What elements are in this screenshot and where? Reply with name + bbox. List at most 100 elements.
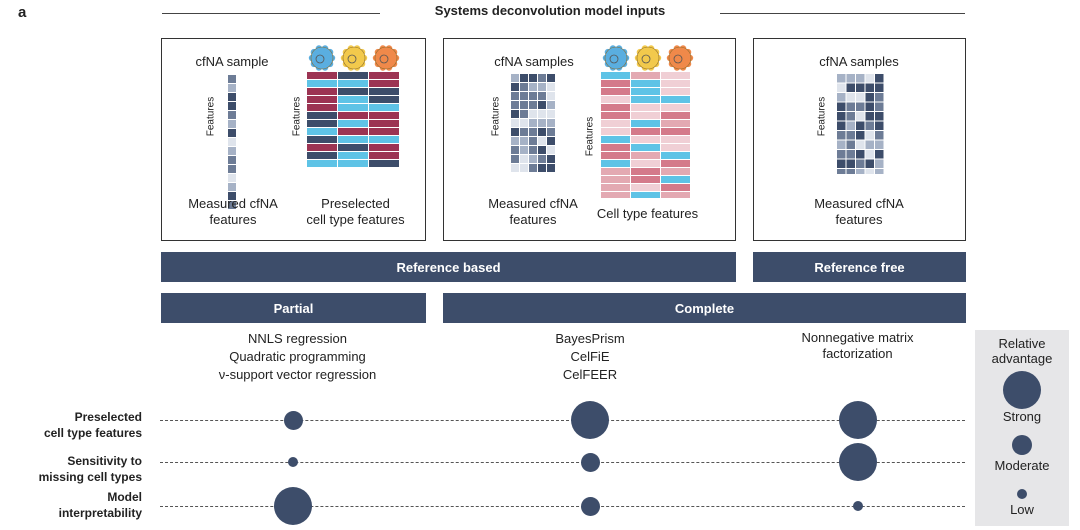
matrix-cell xyxy=(631,128,660,135)
matrix-cell xyxy=(846,102,855,111)
matrix-cell xyxy=(338,152,368,159)
matrix-cell xyxy=(338,120,368,127)
panel-sample-title: cfNA sample xyxy=(195,54,269,69)
matrix-cell xyxy=(338,80,368,87)
matrix-cell xyxy=(601,144,630,151)
matrix-cell xyxy=(511,119,519,127)
matrix-cell xyxy=(875,140,884,149)
legend-low-dot xyxy=(1017,489,1027,499)
matrix-cell xyxy=(547,110,555,118)
matrix-cell xyxy=(369,152,399,159)
matrix-cell xyxy=(875,74,884,83)
matrix-cell xyxy=(338,144,368,151)
measured-feature-matrix xyxy=(511,74,555,172)
matrix-cell xyxy=(856,112,865,121)
matrix-cell xyxy=(538,119,546,127)
matrix-cell xyxy=(307,128,337,135)
matrix-cell xyxy=(529,128,537,136)
matrix-cell xyxy=(520,164,528,172)
matrix-cell xyxy=(865,131,874,140)
matrix-cell xyxy=(661,96,690,103)
matrix-cell xyxy=(369,120,399,127)
matrix-cell xyxy=(865,169,874,174)
matrix-cell xyxy=(601,120,630,127)
matrix-cell xyxy=(837,150,846,159)
matrix-cell xyxy=(856,102,865,111)
matrix-cell xyxy=(369,104,399,111)
advantage-dot-strong xyxy=(839,401,877,439)
matrix-cell xyxy=(601,80,630,87)
matrix-cell xyxy=(511,83,519,91)
matrix-cell xyxy=(631,88,660,95)
matrix-cell xyxy=(307,88,337,95)
yellow-cell-icon xyxy=(634,45,662,71)
matrix-cell xyxy=(875,121,884,130)
matrix-cell xyxy=(547,74,555,82)
advantage-dot-moderate xyxy=(580,496,600,516)
orange-cell-icon xyxy=(666,45,694,71)
vector-cell xyxy=(228,192,236,200)
matrix-cell xyxy=(538,128,546,136)
matrix-cell xyxy=(547,92,555,100)
matrix-cell xyxy=(856,159,865,168)
features-axis-label: Features xyxy=(205,96,217,137)
features-axis-label: Features xyxy=(490,96,502,137)
matrix-cell xyxy=(547,155,555,163)
matrix-cell xyxy=(856,93,865,102)
matrix-cell xyxy=(837,102,846,111)
matrix-cell xyxy=(661,192,690,198)
matrix-cell xyxy=(856,74,865,83)
features-axis-label: Features xyxy=(584,116,596,157)
matrix-cell xyxy=(865,74,874,83)
matrix-cell xyxy=(837,140,846,149)
advantage-dot-low xyxy=(853,501,863,511)
legend-moderate-label: Moderate xyxy=(994,458,1050,473)
matrix-cell xyxy=(529,146,537,154)
advantage-dot-low xyxy=(288,457,298,467)
matrix-cell xyxy=(837,169,846,174)
vector-cell xyxy=(228,174,236,182)
matrix-cell xyxy=(538,137,546,145)
matrix-cell xyxy=(538,74,546,82)
matrix-cell xyxy=(856,121,865,130)
vector-cell xyxy=(228,156,236,164)
matrix-cell xyxy=(338,128,368,135)
matrix-cell xyxy=(865,112,874,121)
panel-sample-title: cfNA samples xyxy=(819,54,899,69)
matrix-cell xyxy=(520,146,528,154)
matrix-cell xyxy=(520,92,528,100)
matrix-cell xyxy=(511,128,519,136)
cell-icons xyxy=(602,45,694,71)
matrix-cell xyxy=(661,88,690,95)
matrix-cell xyxy=(538,146,546,154)
matrix-cell xyxy=(631,160,660,167)
matrix-cell xyxy=(661,104,690,111)
measured-feature-matrix xyxy=(837,74,884,174)
matrix-cell xyxy=(307,112,337,119)
matrix-cell xyxy=(601,160,630,167)
vector-cell xyxy=(228,201,236,209)
matrix-cell xyxy=(865,150,874,159)
matrix-cell xyxy=(875,131,884,140)
matrix-cell xyxy=(661,144,690,151)
vector-cell xyxy=(228,111,236,119)
vector-cell xyxy=(228,93,236,101)
matrix-cell xyxy=(547,128,555,136)
vector-cell xyxy=(228,102,236,110)
yellow-cell-icon xyxy=(340,45,368,71)
matrix-cell xyxy=(856,140,865,149)
cell-type-feature-matrix xyxy=(307,72,399,167)
matrix-cell xyxy=(511,146,519,154)
matrix-cell xyxy=(511,137,519,145)
panel-letter: a xyxy=(18,4,27,21)
matrix-cell xyxy=(529,137,537,145)
matrix-cell xyxy=(661,136,690,143)
matrix-cell xyxy=(338,112,368,119)
panel-sample-title: cfNA samples xyxy=(494,54,574,69)
matrix-cell xyxy=(547,101,555,109)
matrix-cell xyxy=(307,104,337,111)
features-axis-label: Features xyxy=(291,96,303,137)
matrix-cell xyxy=(369,144,399,151)
